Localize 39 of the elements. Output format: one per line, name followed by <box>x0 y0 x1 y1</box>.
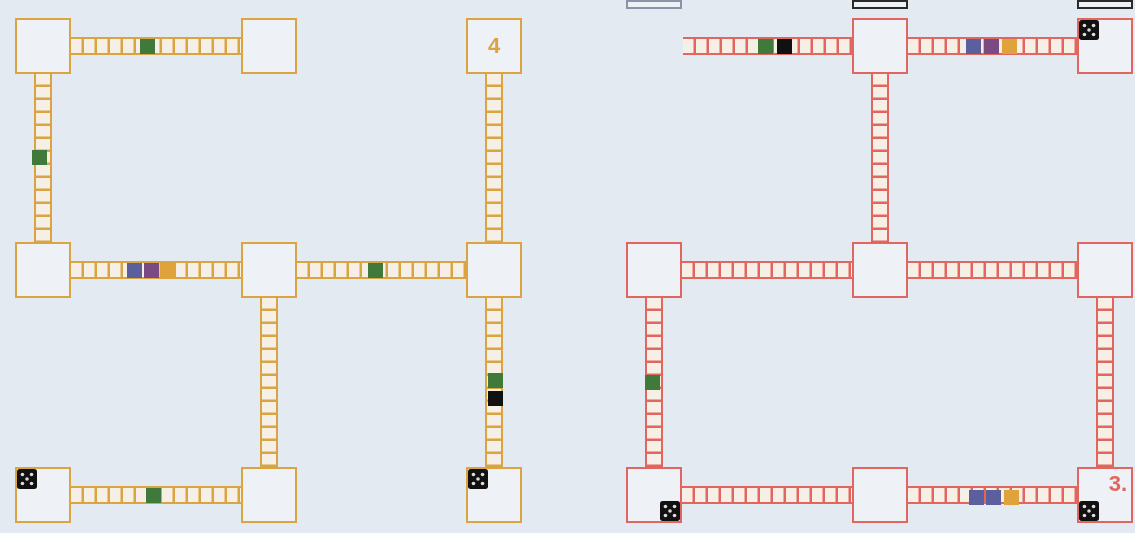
ladder-track <box>682 486 852 504</box>
board-space <box>1077 0 1133 9</box>
ladder-track <box>871 74 889 242</box>
ladder-track <box>645 298 663 467</box>
ladder-track <box>908 37 1077 55</box>
board-space <box>852 18 908 74</box>
board-space <box>241 467 297 523</box>
ladder-track <box>71 261 241 279</box>
space-number: 3. <box>1108 473 1127 495</box>
board-space <box>466 242 522 298</box>
ladder-track <box>1096 298 1114 467</box>
ladder-track <box>260 298 278 467</box>
ladder-track <box>682 261 852 279</box>
board-space <box>1077 18 1133 74</box>
board-space <box>852 242 908 298</box>
board-space <box>241 18 297 74</box>
board-space <box>852 467 908 523</box>
board-space <box>626 467 682 523</box>
space-number: 4 <box>487 35 501 57</box>
board-space <box>15 467 71 523</box>
ladder-track <box>908 261 1077 279</box>
ladder-track <box>297 261 466 279</box>
board-space <box>15 242 71 298</box>
board-space <box>466 467 522 523</box>
ladder-track <box>34 74 52 242</box>
board-space <box>1077 467 1133 523</box>
board-space <box>852 0 908 9</box>
board-space <box>626 0 682 9</box>
board-space <box>15 18 71 74</box>
ladder-track <box>485 74 503 242</box>
ladder-track <box>71 486 241 504</box>
ladder-track <box>683 37 852 55</box>
board-space <box>1077 242 1133 298</box>
board-space <box>466 18 522 74</box>
ladder-track <box>908 486 1077 504</box>
ladder-track <box>485 298 503 467</box>
board-space <box>241 242 297 298</box>
board-space <box>626 242 682 298</box>
ladder-track <box>71 37 241 55</box>
